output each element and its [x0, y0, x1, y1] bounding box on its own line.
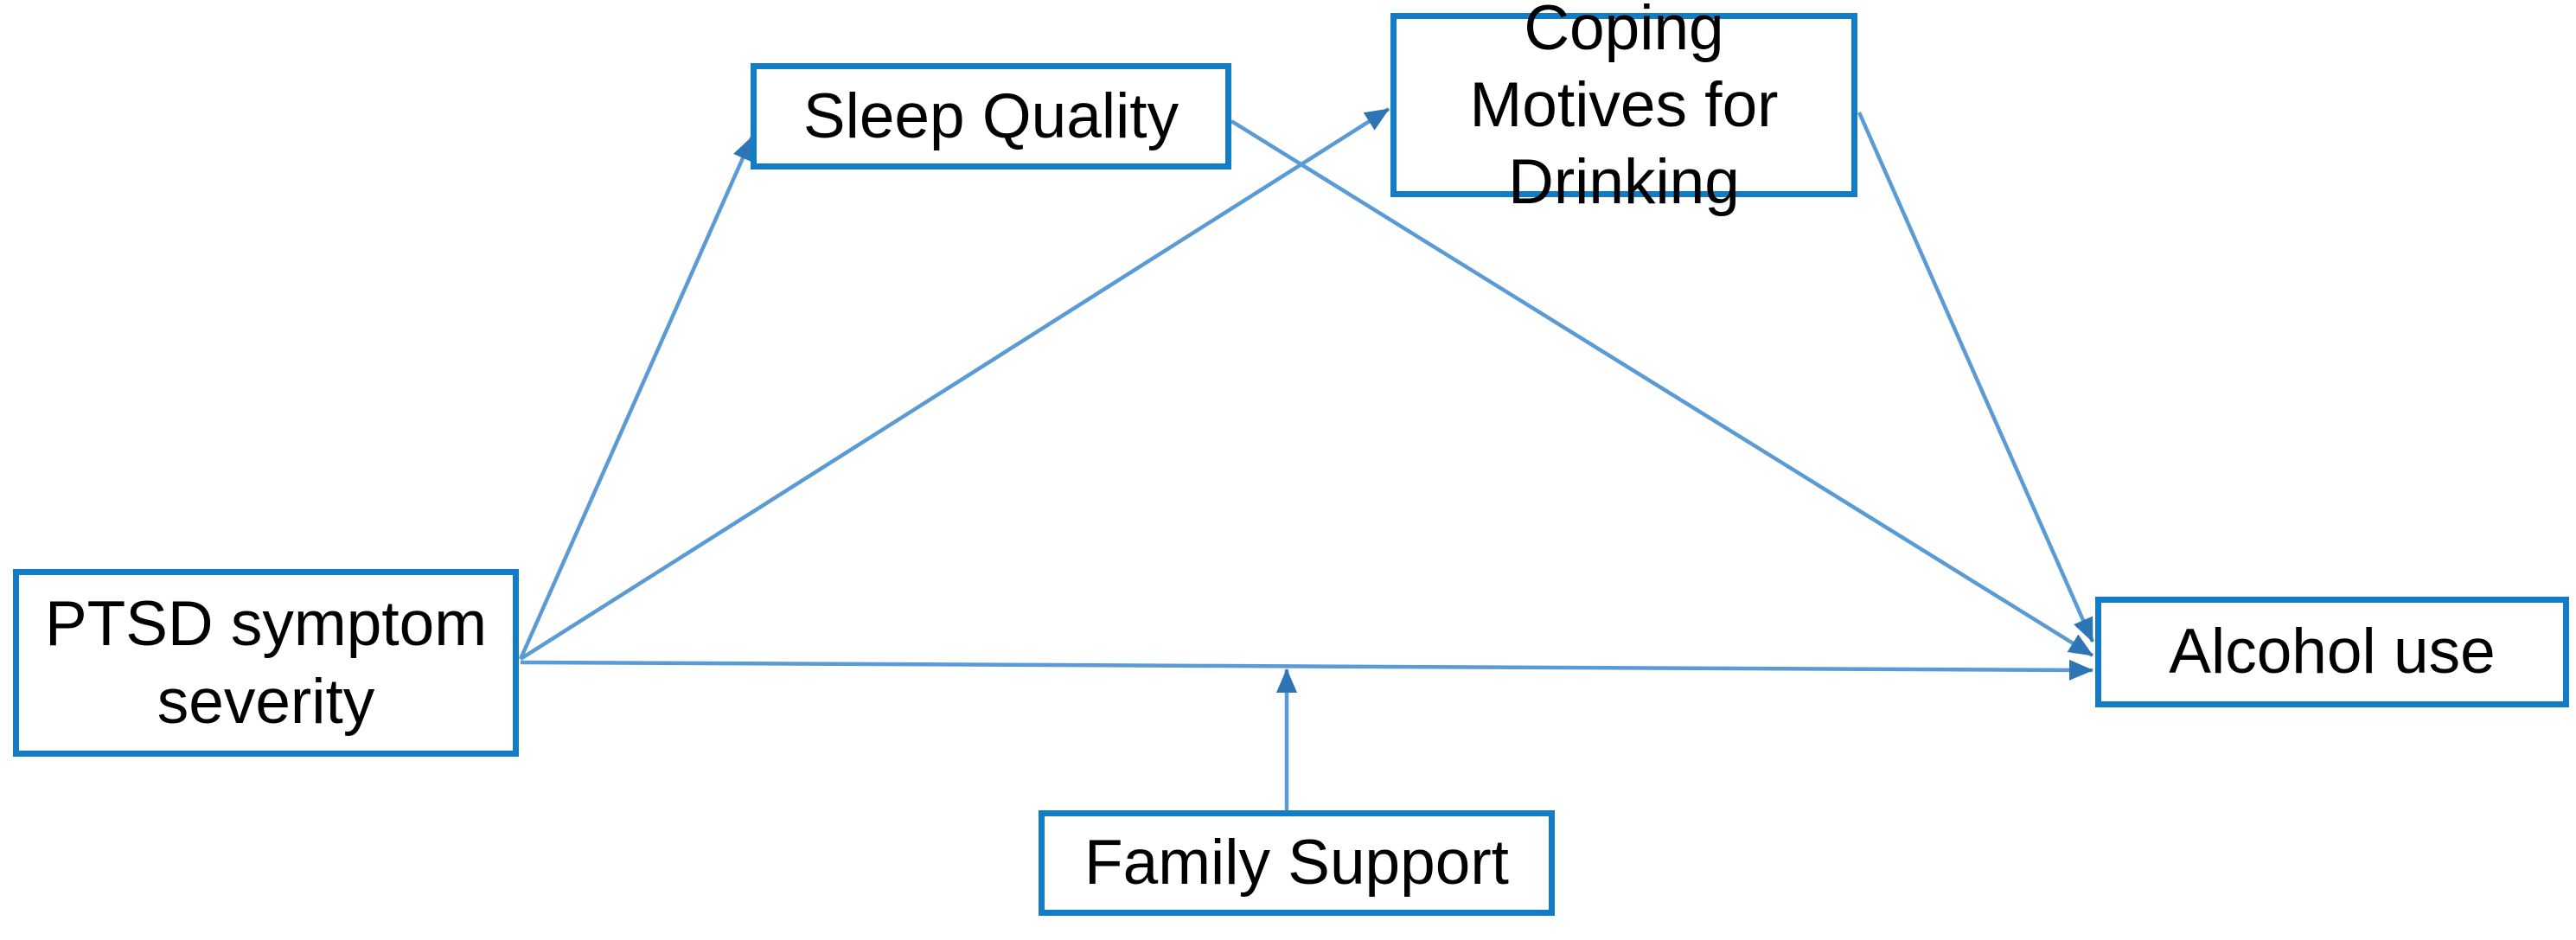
node-sleep-quality: Sleep Quality: [751, 63, 1231, 169]
connector-coping-motives-to-alcohol-use: [1857, 112, 2095, 643]
node-family-support: Family Support: [1039, 810, 1555, 916]
connector-ptsd-to-sleep-quality: [518, 136, 755, 660]
node-label-family-support: Family Support: [1084, 828, 1509, 898]
node-alcohol-use: Alcohol use: [2095, 597, 2569, 707]
node-coping-motives: Coping Motives for Drinking: [1390, 0, 1857, 217]
connector-ptsd-to-coping-motives: [519, 107, 1390, 661]
node-label-coping-motives: Coping Motives for Drinking: [1469, 0, 1779, 218]
node-label-sleep-quality: Sleep Quality: [802, 80, 1179, 151]
connector-sleep-quality-to-alcohol-use: [1230, 119, 2094, 657]
connector-ptsd-to-alcohol-use: [520, 659, 2093, 681]
node-ptsd-symptom-severity: PTSD symptom severity: [13, 569, 519, 757]
node-label-alcohol-use: Alcohol use: [2169, 617, 2496, 687]
node-label-ptsd: PTSD symptom severity: [44, 589, 488, 737]
